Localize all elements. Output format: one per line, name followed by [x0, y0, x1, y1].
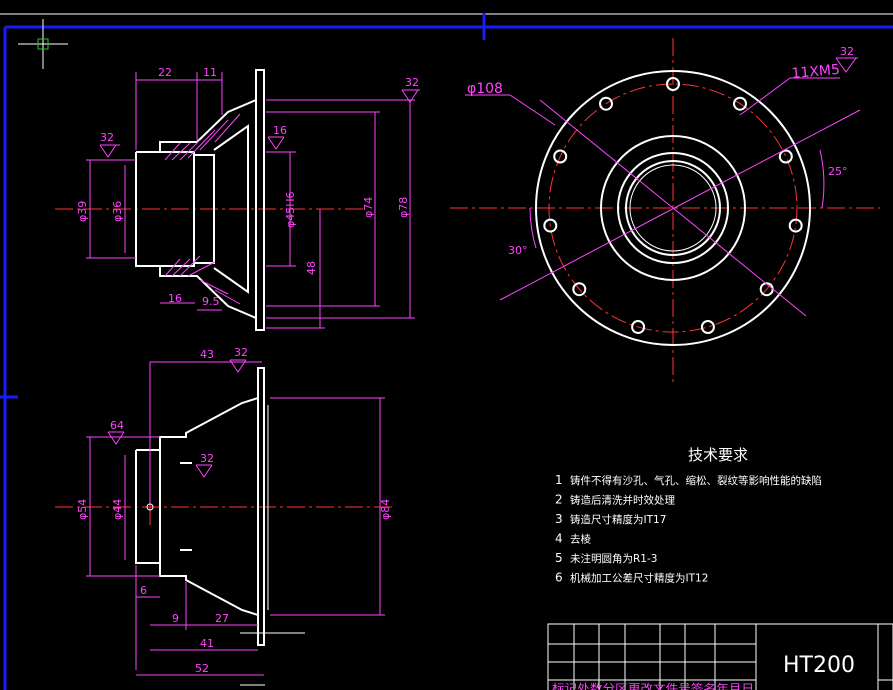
dim-48: 48: [305, 261, 318, 275]
bolt-holes: [543, 77, 803, 334]
bolt-hole: [733, 96, 747, 111]
tech-item-text: 铸造尺寸精度为IT17: [570, 513, 666, 526]
dim-30-deg: 30°: [508, 244, 528, 257]
dim-d78: φ78: [397, 197, 410, 218]
bolt-hole: [631, 320, 646, 334]
material-label: HT200: [783, 653, 855, 678]
roughness-32-left: 32: [100, 131, 114, 144]
title-block: HT200 标记处数分区更改文件号签名年月日: [547, 623, 893, 690]
tech-item-number: 3: [555, 512, 563, 526]
dim-16-bottom: 16: [168, 292, 182, 305]
dim-d108: φ108: [467, 81, 503, 97]
dim-25-deg: 25°: [828, 165, 848, 178]
dim-9-5: 9.5: [202, 295, 220, 308]
bolt-hole: [666, 77, 680, 91]
tech-item-number: 5: [555, 551, 563, 565]
dim-52: 52: [195, 662, 209, 675]
roughness-32-flange: 32: [840, 45, 854, 58]
dim-6: 6: [140, 584, 147, 597]
dim-9: 9: [172, 612, 179, 625]
tech-item-number: 4: [555, 532, 563, 546]
revision-header-row: 标记处数分区更改文件号签名年月日: [552, 681, 754, 690]
roughness-32-top: 32: [405, 76, 419, 89]
dim-22: 22: [158, 66, 172, 79]
bolt-hole: [788, 218, 803, 233]
bolt-hole: [543, 218, 558, 233]
tech-item-text: 去棱: [570, 533, 591, 546]
side-view-bottom: 43 32 64 32 φ54 φ44 φ84 6 9 27 41 52: [55, 346, 395, 686]
bolt-hole: [599, 96, 613, 111]
roughness-16: 16: [273, 124, 287, 137]
section-view-top: 22 11 32 32 16 φ39 φ36 φ45H6 φ74 φ78 48 …: [55, 66, 420, 331]
roughness-32-cone: 32: [200, 452, 214, 465]
dim-d39: φ39: [76, 201, 89, 222]
bolt-hole: [700, 320, 715, 334]
tech-item-text: 铸件不得有沙孔、气孔、缩松、裂纹等影响性能的缺陷: [570, 474, 822, 487]
bolt-hole: [572, 282, 587, 297]
dim-d74: φ74: [362, 197, 375, 218]
bolt-hole: [778, 149, 793, 164]
tech-item-text: 铸造后清洗并时效处理: [570, 494, 675, 507]
dim-11xm5: 11XM5: [791, 62, 841, 82]
dim-41: 41: [200, 637, 214, 650]
technical-requirements: 技术要求 1 铸件不得有沙孔、气孔、缩松、裂纹等影响性能的缺陷 2 铸造后清洗并时效处…: [555, 446, 822, 585]
roughness-64: 64: [110, 419, 124, 432]
dim-43: 43: [200, 348, 214, 361]
tech-item-text: 机械加工公差尺寸精度为IT12: [570, 572, 708, 585]
front-view-flange: φ108 11XM5 32 25° 30°: [450, 38, 880, 385]
roughness-32-side: 32: [234, 346, 248, 359]
tech-item-number: 1: [555, 473, 563, 487]
dim-d45h6: φ45H6: [284, 191, 297, 228]
tech-item-text: 未注明圆角为R1-3: [570, 552, 657, 565]
tech-item-number: 6: [555, 571, 563, 585]
tech-title: 技术要求: [688, 446, 748, 464]
dim-27: 27: [215, 612, 229, 625]
bolt-hole: [553, 149, 568, 164]
dim-d84: φ84: [379, 499, 392, 520]
dim-d36: φ36: [111, 201, 124, 222]
crosshair-cursor[interactable]: [18, 19, 68, 69]
dim-d54: φ54: [76, 499, 89, 520]
dim-d44: φ44: [111, 499, 124, 520]
tech-item-number: 2: [555, 493, 563, 507]
dim-11: 11: [203, 66, 217, 79]
